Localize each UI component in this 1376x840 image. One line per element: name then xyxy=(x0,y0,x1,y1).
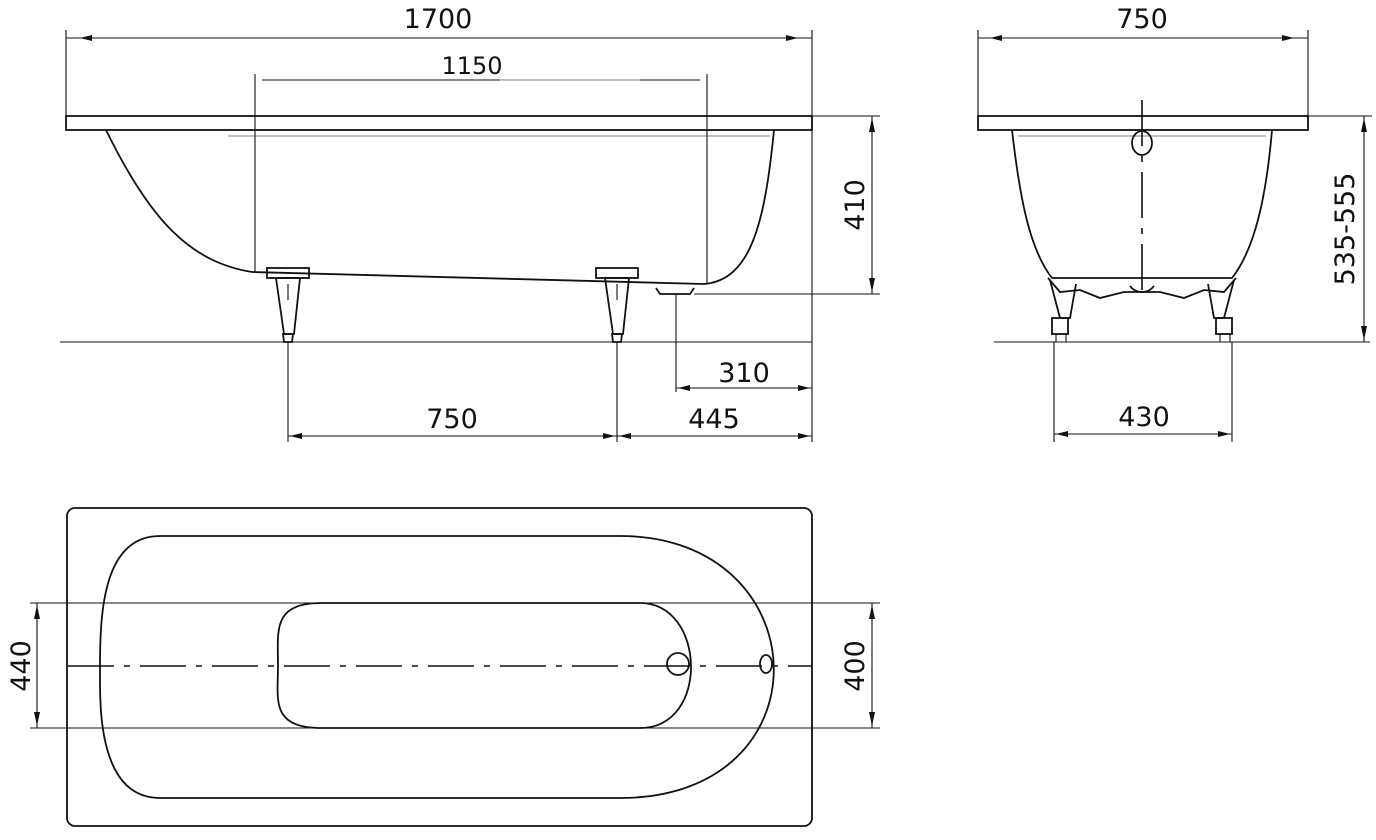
side-view-rim xyxy=(65,115,813,131)
end-view-overflow xyxy=(1131,130,1153,156)
side-view-tub-body xyxy=(105,129,775,285)
top-inner-width-left-label: 440 xyxy=(6,640,37,692)
top-view-inner-basin xyxy=(99,535,775,799)
side-foot-spacing-label: 1150 xyxy=(441,52,502,80)
top-view-drain xyxy=(666,652,690,676)
side-drain-offset-label: 310 xyxy=(718,358,770,389)
side-length-label: 1700 xyxy=(404,4,473,35)
side-view-right-foot xyxy=(595,267,639,343)
end-width-label: 750 xyxy=(1116,4,1168,35)
end-view-left-foot xyxy=(1049,279,1077,342)
side-leg-end-offset-label: 445 xyxy=(688,404,740,435)
side-leg-spacing-label: 750 xyxy=(426,404,478,435)
side-view-left-foot xyxy=(266,267,310,343)
end-view-right-foot xyxy=(1207,279,1235,342)
top-inner-width-right-label: 400 xyxy=(840,640,871,692)
top-view-outer-rim xyxy=(66,507,813,827)
top-view: 440 400 xyxy=(6,507,880,827)
top-view-overflow xyxy=(759,654,773,674)
end-view-rim xyxy=(977,115,1309,131)
side-view-drain xyxy=(655,287,695,295)
end-leg-spacing-label: 430 xyxy=(1118,402,1170,433)
top-view-tub-floor xyxy=(276,602,692,729)
end-height-label: 535-555 xyxy=(1330,173,1361,286)
side-height-label: 410 xyxy=(840,179,871,231)
end-view: 750 535-555 430 xyxy=(977,4,1372,442)
side-view: 1700 1150 410 310 750 445 xyxy=(60,4,880,442)
